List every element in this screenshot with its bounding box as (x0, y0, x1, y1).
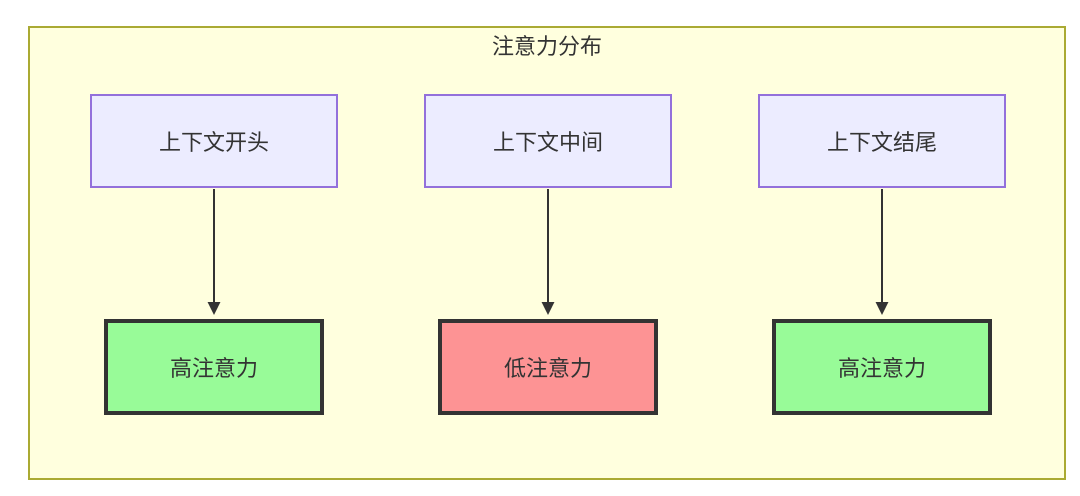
node-high-attention-end: 高注意力 (772, 319, 992, 415)
node-high-attention-start-label: 高注意力 (169, 356, 258, 381)
node-high-attention-start: 高注意力 (104, 319, 324, 415)
node-low-attention-middle: 低注意力 (438, 319, 658, 415)
node-context-start-label: 上下文开头 (158, 130, 269, 155)
node-context-middle-label: 上下文中间 (492, 130, 603, 155)
node-context-end: 上下文结尾 (758, 94, 1006, 188)
node-context-start: 上下文开头 (90, 94, 338, 188)
node-low-attention-middle-label: 低注意力 (503, 356, 592, 381)
node-high-attention-end-label: 高注意力 (837, 356, 926, 381)
diagram-title: 注意力分布 (491, 34, 602, 59)
node-context-middle: 上下文中间 (424, 94, 672, 188)
node-context-end-label: 上下文结尾 (826, 130, 937, 155)
